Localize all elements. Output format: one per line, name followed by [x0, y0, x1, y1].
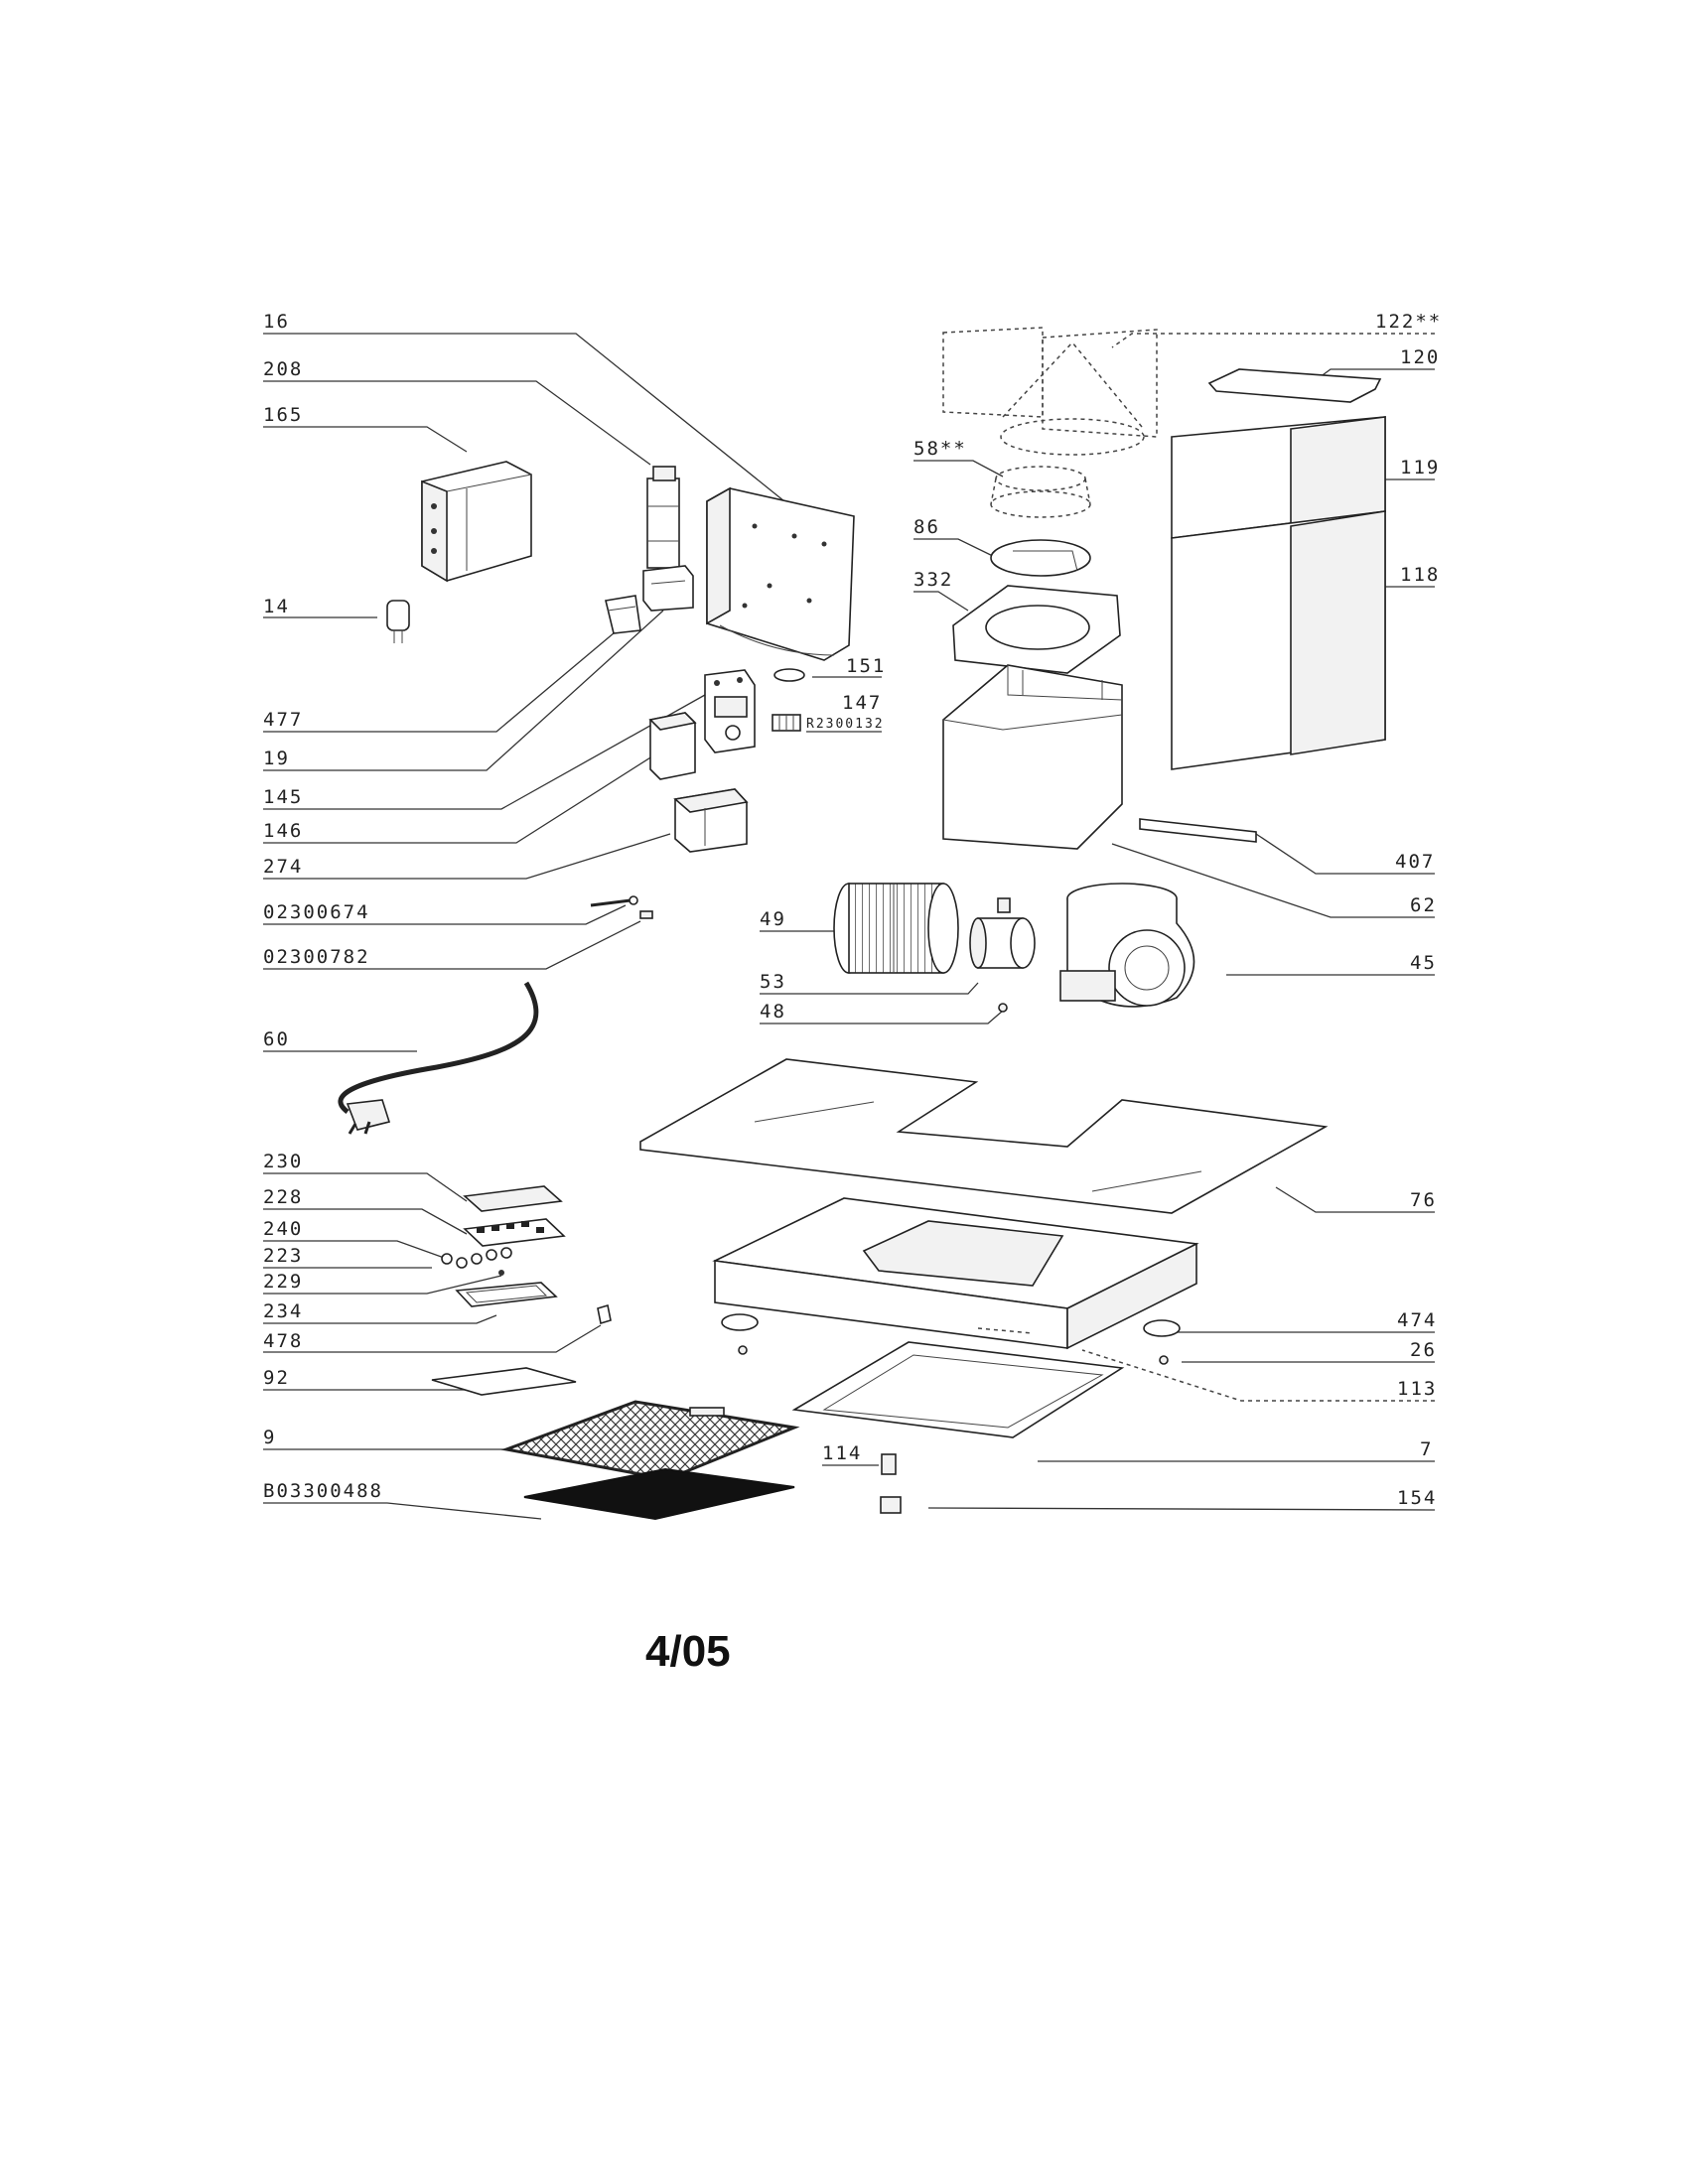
- part-154-clip: [880, 1496, 902, 1514]
- label-477: 477: [263, 709, 303, 731]
- label-16: 16: [263, 311, 290, 333]
- part-114-clip: [881, 1453, 897, 1475]
- label-group-left: 16 208 165 14 477 19 145 146 274 0230067…: [263, 311, 785, 1520]
- part-477-cover: [605, 595, 641, 634]
- part-02300782-screw: [639, 910, 653, 919]
- label-332: 332: [913, 569, 953, 591]
- label-240: 240: [263, 1218, 303, 1240]
- label-146: 146: [263, 820, 303, 842]
- part-86-damper: [990, 539, 1091, 577]
- part-49-fan-wheel: [833, 883, 959, 974]
- part-474-foot-left: [721, 1313, 759, 1331]
- part-228-control-board: [463, 1218, 566, 1247]
- label-223: 223: [263, 1245, 303, 1267]
- label-145: 145: [263, 786, 303, 808]
- part-48-washer: [998, 1003, 1008, 1013]
- label-48: 48: [760, 1001, 786, 1023]
- part-19-terminal-block: [642, 565, 694, 612]
- label-7: 7: [1420, 1438, 1433, 1460]
- revision-code: 4/05: [645, 1627, 731, 1676]
- part-234-frame: [455, 1282, 558, 1307]
- label-9: 9: [263, 1427, 276, 1448]
- part-474-foot-right: [1143, 1319, 1181, 1337]
- part-223-buttons: [441, 1247, 512, 1269]
- part-02300674-pin: [590, 895, 638, 907]
- part-113-hood-body: [712, 1197, 1199, 1350]
- label-02300674: 02300674: [263, 901, 370, 923]
- label-474: 474: [1397, 1309, 1437, 1331]
- part-230-panel-cover: [463, 1185, 563, 1212]
- part-165-bracket-box: [421, 461, 532, 583]
- label-26: 26: [1410, 1339, 1437, 1361]
- label-120: 120: [1400, 346, 1440, 368]
- part-122-duct-adapter: [942, 327, 1158, 456]
- label-478: 478: [263, 1330, 303, 1352]
- label-60: 60: [263, 1028, 290, 1050]
- label-118: 118: [1400, 564, 1440, 586]
- label-234: 234: [263, 1300, 303, 1322]
- label-147: 147: [842, 692, 882, 714]
- part-7-bottom-frame: [791, 1341, 1125, 1438]
- label-151: 151: [846, 655, 886, 677]
- part-60-power-cord: [338, 981, 539, 1135]
- label-49: 49: [760, 908, 786, 930]
- part-76-glass-canopy: [639, 1058, 1329, 1214]
- part-146-box: [648, 712, 697, 780]
- label-86: 86: [913, 516, 940, 538]
- part-16-mounting-plate: [706, 486, 855, 661]
- part-118-lower-chimney: [1171, 510, 1386, 770]
- label-154: 154: [1397, 1487, 1437, 1509]
- part-332-top-plate: [952, 585, 1121, 674]
- label-R2300132: R2300132: [806, 717, 885, 732]
- label-92: 92: [263, 1367, 290, 1389]
- label-274: 274: [263, 856, 303, 878]
- label-229: 229: [263, 1271, 303, 1293]
- part-407-bracket: [1139, 818, 1257, 843]
- part-58-ring: [990, 466, 1091, 518]
- part-53-motor: [969, 897, 1036, 969]
- label-407: 407: [1395, 851, 1435, 873]
- part-145-switch: [704, 669, 756, 753]
- part-26-screws: [738, 1345, 1169, 1365]
- part-62-fan-housing: [942, 664, 1123, 850]
- label-58: 58**: [913, 438, 967, 460]
- label-113: 113: [1397, 1378, 1437, 1400]
- label-165: 165: [263, 404, 303, 426]
- part-92-panel: [431, 1367, 577, 1396]
- part-478-clip: [597, 1303, 612, 1325]
- part-208-transformer: [646, 466, 680, 569]
- part-229-leds: [498, 1270, 504, 1276]
- part-B03300488-carbon-filter: [523, 1467, 795, 1521]
- label-45: 45: [1410, 952, 1437, 974]
- label-114: 114: [822, 1442, 862, 1464]
- label-228: 228: [263, 1186, 303, 1208]
- part-274-cover: [673, 788, 749, 853]
- part-119-upper-chimney: [1171, 416, 1386, 539]
- part-147-connector: [772, 714, 801, 732]
- label-B03300488: B03300488: [263, 1480, 383, 1502]
- label-76: 76: [1410, 1189, 1437, 1211]
- part-120-bracket: [1207, 368, 1382, 403]
- label-53: 53: [760, 971, 786, 993]
- label-230: 230: [263, 1151, 303, 1172]
- label-119: 119: [1400, 457, 1440, 478]
- label-62: 62: [1410, 894, 1437, 916]
- part-45-blower: [1059, 883, 1195, 1008]
- label-02300782: 02300782: [263, 946, 370, 968]
- label-19: 19: [263, 748, 290, 769]
- label-14: 14: [263, 596, 290, 617]
- label-122: 122**: [1375, 311, 1442, 333]
- part-9-grease-filter: [500, 1400, 800, 1481]
- part-14-capacitor: [386, 600, 410, 643]
- label-208: 208: [263, 358, 303, 380]
- label-group-right: 122** 120 58** 119 86 118 332 151 147 R2…: [760, 311, 1442, 1511]
- part-151-ring: [773, 668, 805, 682]
